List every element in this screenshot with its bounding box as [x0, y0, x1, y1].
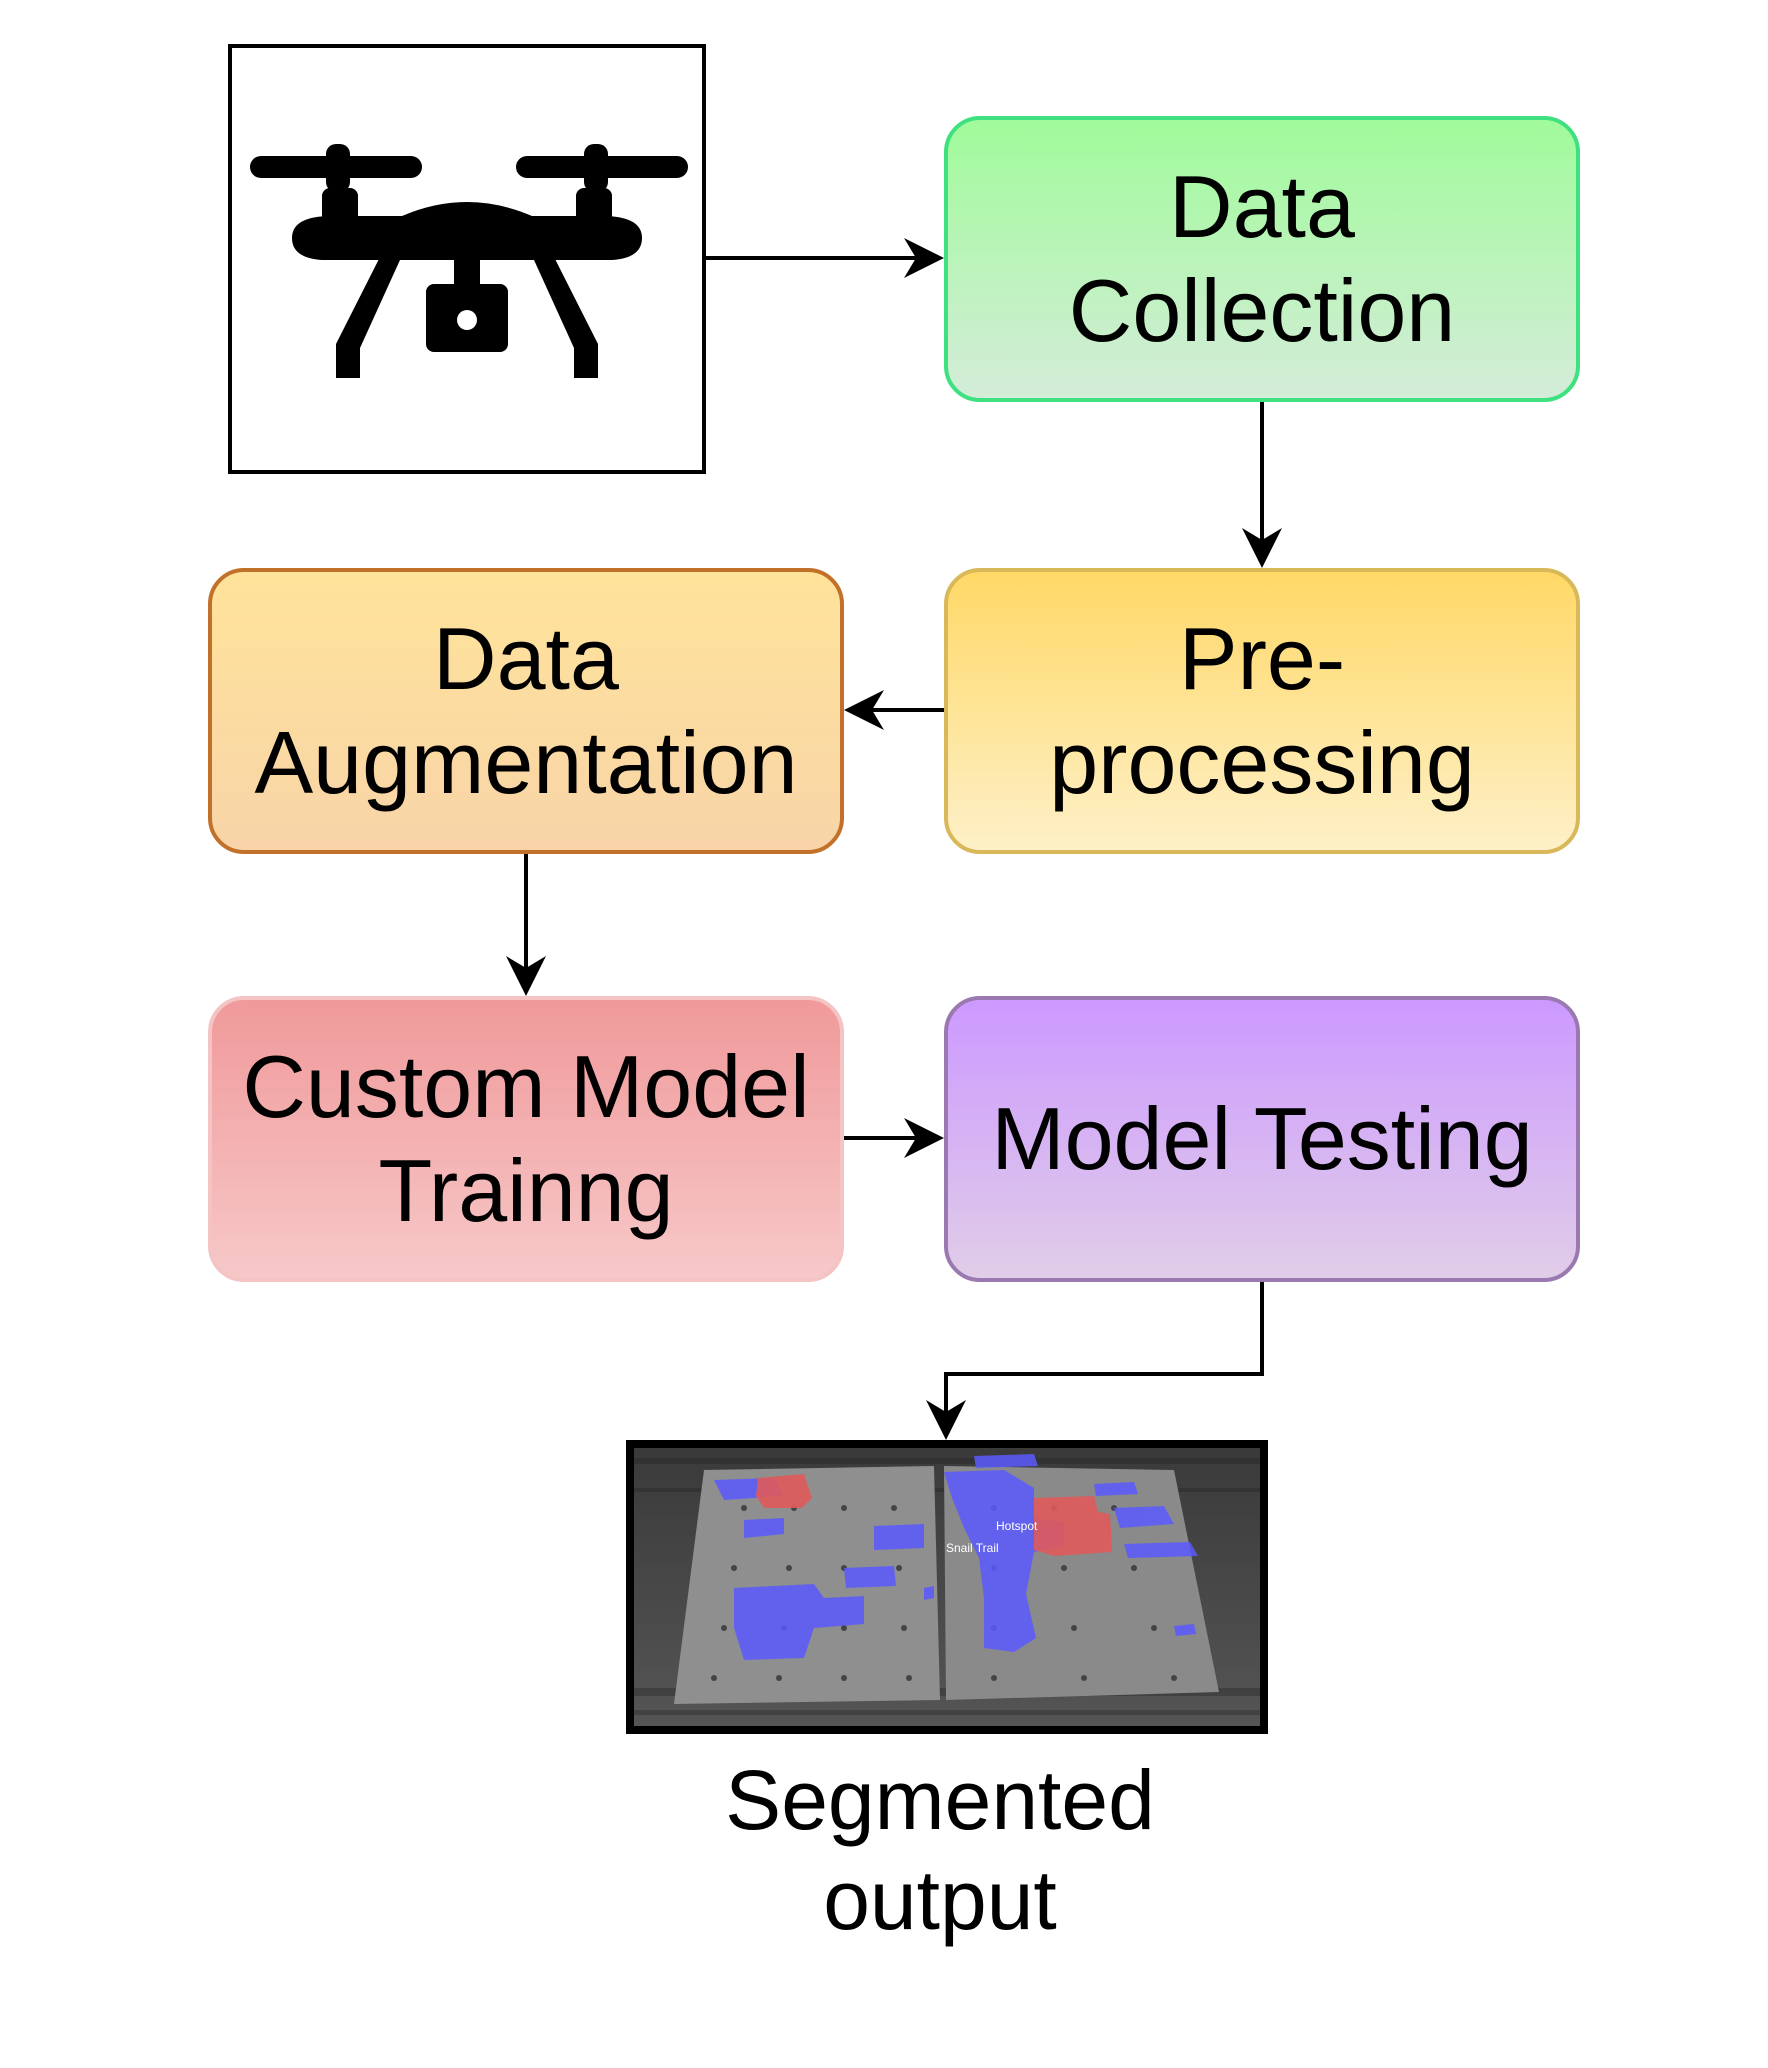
pre-processing-label: Pre- processing [1049, 609, 1475, 812]
drone-icon [250, 144, 688, 378]
data-augmentation-node: Data Augmentation [208, 568, 844, 854]
data-collection-label: Data Collection [1068, 157, 1456, 360]
segmented-output-image: Hotspot Snail Trail [626, 1440, 1268, 1734]
custom-model-training-node: Custom Model Trainng [208, 996, 844, 1282]
data-collection-node: Data Collection [944, 116, 1580, 402]
drone-input-box [228, 44, 706, 474]
snail-trail-annotation: Snail Trail [946, 1541, 999, 1555]
hotspot-overlay [756, 1474, 1112, 1556]
model-testing-label: Model Testing [991, 1089, 1533, 1188]
custom-model-training-label: Custom Model Trainng [242, 1037, 810, 1240]
model-testing-node: Model Testing [944, 996, 1580, 1282]
hotspot-annotation: Hotspot [996, 1519, 1038, 1533]
thermal-panel-image: Hotspot Snail Trail [634, 1448, 1260, 1726]
arrow-testing-to-output [926, 1282, 1264, 1440]
data-augmentation-label: Data Augmentation [254, 609, 798, 812]
segmented-output-caption: Segmented output [725, 1753, 1155, 1947]
pre-processing-node: Pre- processing [944, 568, 1580, 854]
